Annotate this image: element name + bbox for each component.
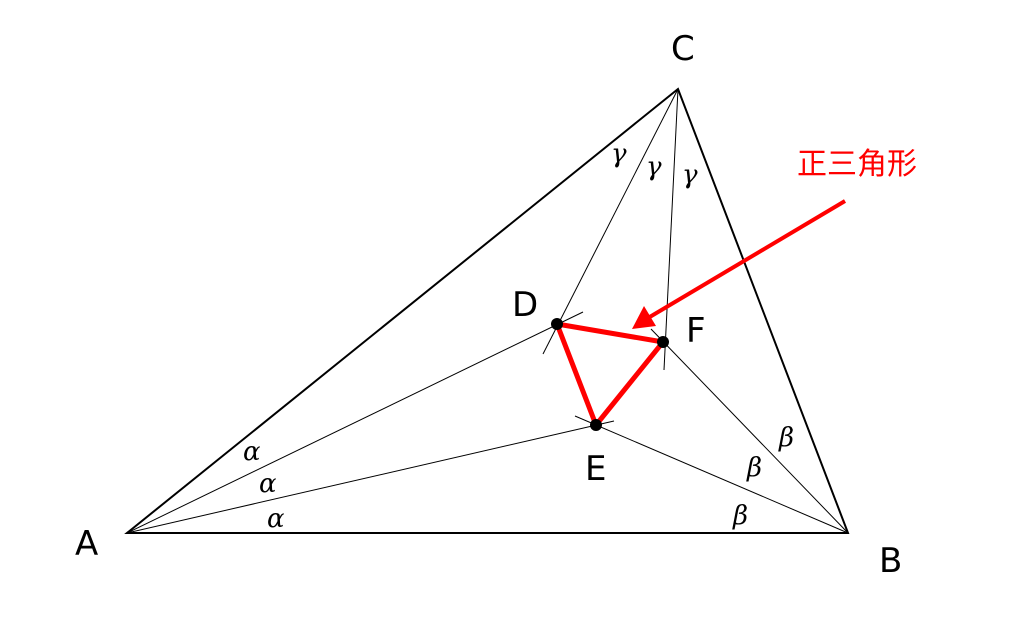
trisector-b-e — [574, 415, 849, 534]
angle-alpha-1: α — [243, 437, 261, 467]
angle-alpha-3: α — [267, 504, 285, 534]
label-a: A — [75, 524, 98, 564]
trisector-c-d — [542, 88, 679, 355]
angle-beta-2: β — [746, 453, 762, 483]
label-d: D — [512, 285, 538, 325]
angle-gamma-3: γ — [682, 160, 698, 190]
label-e: E — [585, 449, 606, 489]
label-f: F — [686, 311, 706, 351]
angle-alpha-2: α — [259, 469, 277, 499]
trisector-c-f — [663, 88, 679, 371]
arrow-head-icon — [632, 306, 656, 329]
annotation-arrow — [646, 199, 847, 320]
equilateral-triangle-def — [554, 321, 666, 428]
trisector-a-d — [126, 311, 584, 534]
triangle-abc — [124, 87, 850, 534]
trisector-a-e — [126, 420, 615, 534]
angle-gamma-2: γ — [646, 152, 662, 182]
angle-beta-1: β — [778, 423, 794, 453]
trisector-b-f — [650, 328, 849, 534]
angle-beta-3: β — [732, 501, 748, 531]
point-e-dot — [590, 419, 602, 431]
annotation-label: 正三角形 — [797, 147, 917, 182]
angle-trisectors — [126, 88, 849, 534]
label-c: C — [671, 29, 695, 69]
angle-gamma-1: γ — [611, 139, 627, 169]
label-b: B — [879, 541, 902, 581]
point-f-dot — [657, 336, 669, 348]
point-d-dot — [551, 318, 563, 330]
